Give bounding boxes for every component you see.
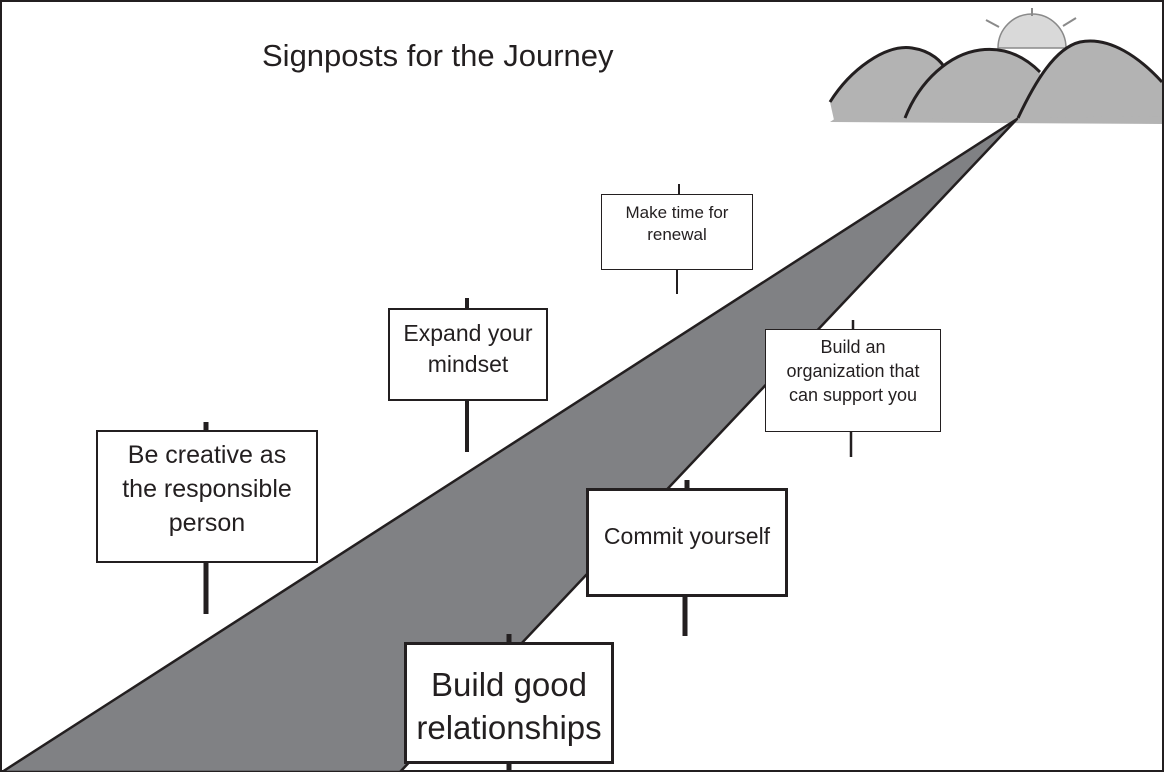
page-title: Signposts for the Journey: [262, 38, 614, 73]
sign-label: Make time for renewal: [625, 203, 729, 244]
road: [0, 117, 1019, 772]
sun-icon: [985, 8, 1077, 49]
sign-label: Build good relationships: [416, 666, 602, 746]
sign-make-time-for-renewal: Make time for renewal: [601, 194, 753, 270]
sign-build-good-relationships: Build good relationships: [404, 642, 614, 764]
mountains: [828, 39, 1164, 124]
sign-label: Build an organization that can support y…: [786, 337, 920, 405]
sign-label: Expand your mindset: [403, 320, 533, 377]
sign-expand-your-mindset: Expand your mindset: [388, 308, 548, 401]
sign-label: Be creative as the responsible person: [122, 441, 292, 537]
sign-commit-yourself: Commit yourself: [586, 488, 788, 597]
sign-build-an-organization: Build an organization that can support y…: [765, 329, 941, 432]
sign-be-creative: Be creative as the responsible person: [96, 430, 318, 563]
sign-label: Commit yourself: [603, 523, 771, 549]
